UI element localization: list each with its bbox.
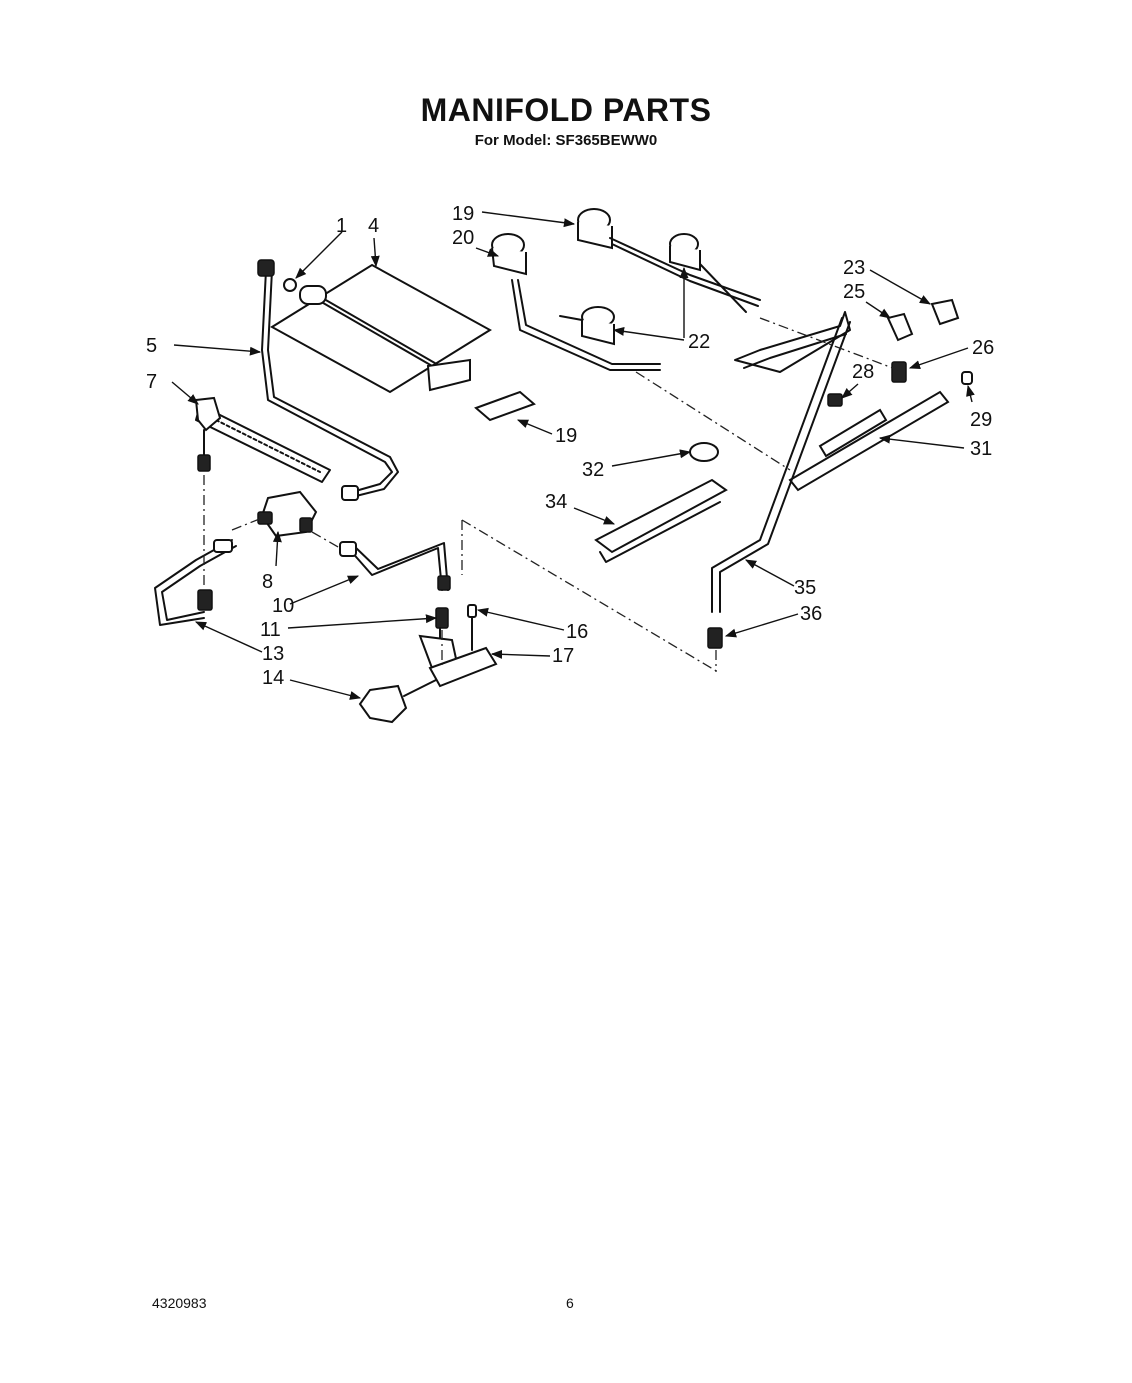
- callout-8: 10: [272, 595, 294, 617]
- callout-31: 25: [843, 281, 865, 303]
- part-36-panel: [594, 478, 728, 554]
- callout-32: 32: [582, 459, 604, 481]
- part-11-tube: [154, 539, 237, 626]
- part-31-knob: [886, 312, 914, 342]
- callout-19-lower: 36: [800, 603, 822, 625]
- part-16-manifold-pipe: [734, 311, 950, 492]
- part-25-burner: [194, 396, 331, 483]
- callout-19-upper: 28: [852, 361, 874, 383]
- part-8-tube: [339, 541, 451, 591]
- callout-35: 29: [970, 409, 992, 431]
- callout-5: 16: [566, 621, 588, 643]
- callout-34: 23: [843, 257, 865, 279]
- part-34-knob: [930, 298, 960, 326]
- page-number: 6: [566, 1295, 574, 1311]
- callout-20: 11: [260, 619, 281, 641]
- part-10-tube: [257, 259, 399, 501]
- callout-23: 14: [262, 667, 284, 689]
- callout-29: 20: [452, 227, 474, 249]
- part-36-edge: [599, 501, 721, 563]
- callout-7: 1: [336, 215, 347, 237]
- callout-11: 13: [262, 643, 284, 665]
- callout-25: 7: [146, 371, 157, 393]
- part-14-valve: [257, 490, 318, 538]
- document-number: 4320983: [152, 1295, 207, 1311]
- part-19-upper-orifice: [827, 393, 843, 407]
- part-1-broiler-plate: [270, 263, 492, 394]
- callout-36: 34: [545, 491, 567, 513]
- part-4-bracket: [474, 390, 536, 422]
- assembly-lines: [203, 317, 899, 673]
- callout-16: 31: [970, 438, 992, 460]
- callout-13: 35: [794, 577, 816, 599]
- callout-22: 17: [552, 645, 574, 667]
- surface-burners: [491, 208, 761, 371]
- callout-10: 5: [146, 335, 157, 357]
- model-subtitle: For Model: SF365BEWW0: [474, 132, 658, 149]
- part-32-knob: [689, 442, 719, 462]
- callout-1: 4: [368, 215, 379, 237]
- callouts: 1 4 5 7 8 10 11 13 14 16 17 19 1: [146, 203, 994, 700]
- callout-28: 19: [452, 203, 474, 225]
- callout-4: 19: [555, 425, 577, 447]
- part-22-manifold: [358, 604, 498, 724]
- part-35-orifice: [961, 371, 973, 385]
- callout-26: 22: [688, 331, 710, 353]
- page-title: MANIFOLD PARTS: [420, 92, 712, 128]
- callout-14: 8: [262, 571, 273, 593]
- part-13-tube: [707, 317, 851, 649]
- callout-17: 26: [972, 337, 994, 359]
